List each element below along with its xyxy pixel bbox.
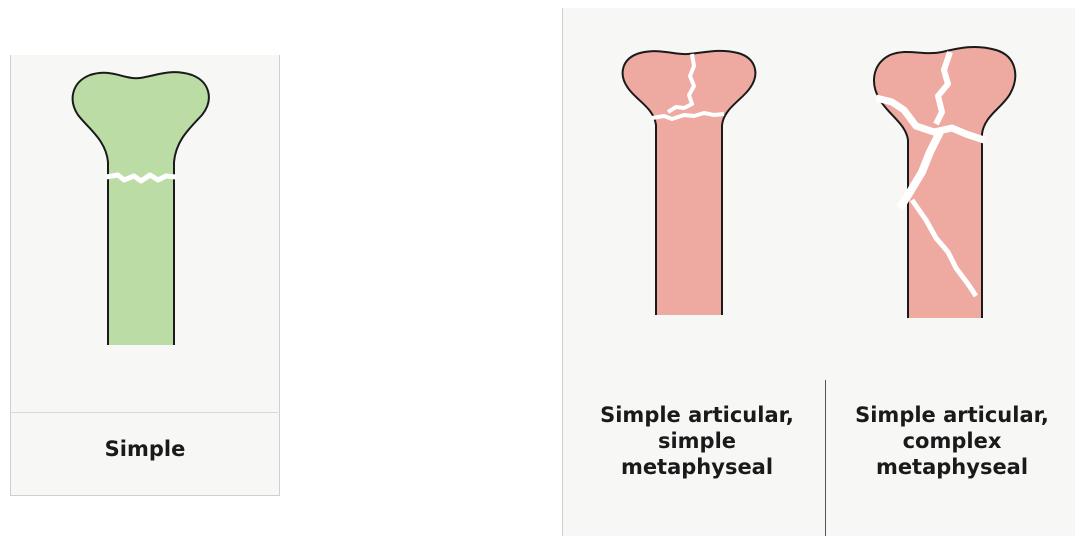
caption-sasm-line-1: Simple articular, bbox=[572, 402, 822, 428]
sasm-bone-shape bbox=[623, 51, 756, 315]
caption-sacm-line-2: complex bbox=[832, 428, 1072, 454]
caption-sacm-line-1: Simple articular, bbox=[832, 402, 1072, 428]
caption-simple-articular-complex-metaphyseal: Simple articular, complex metaphyseal bbox=[832, 402, 1072, 480]
simple-fracture-bone bbox=[73, 72, 209, 345]
caption-simple-line-1: Simple bbox=[60, 436, 230, 462]
sasm-fracture-bone bbox=[623, 51, 756, 315]
caption-simple: Simple bbox=[60, 436, 230, 462]
sacm-fracture-bone bbox=[874, 47, 1015, 318]
caption-sasm-line-3: metaphyseal bbox=[572, 454, 822, 480]
caption-sasm-line-2: simple bbox=[572, 428, 822, 454]
caption-simple-articular-simple-metaphyseal: Simple articular, simple metaphyseal bbox=[572, 402, 822, 480]
caption-sacm-line-3: metaphyseal bbox=[832, 454, 1072, 480]
simple-bone-shape bbox=[73, 72, 209, 345]
